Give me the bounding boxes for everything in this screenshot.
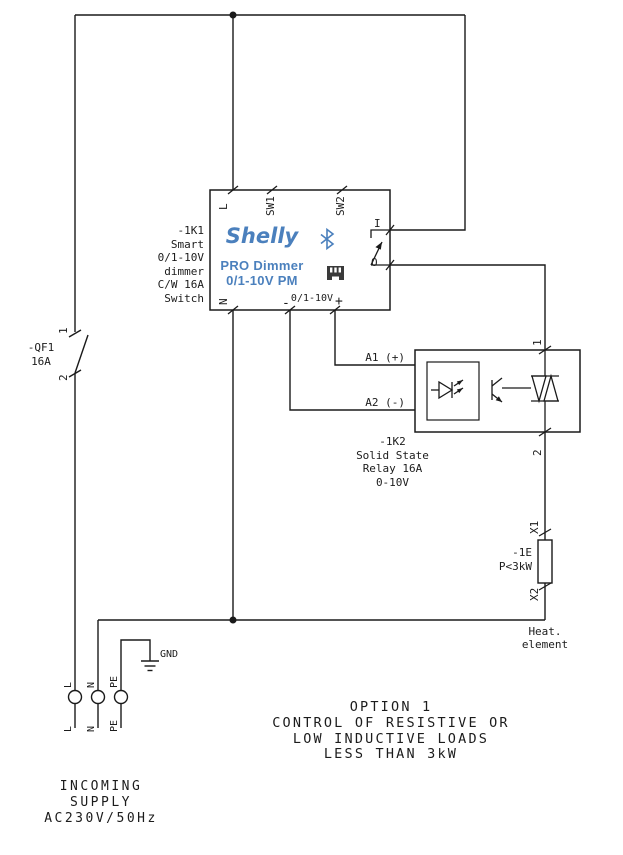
optocoupler-box (426, 361, 480, 421)
wires (74, 14, 546, 728)
breaker-terminal-2-label: 2 (57, 374, 70, 381)
terminal-circle-l (67, 689, 83, 705)
dimmer-analog-range-label: 0/1-10V (290, 293, 334, 304)
dimmer-terminal-sw1-label: SW1 (264, 196, 277, 216)
supply-terminals (67, 689, 129, 705)
heater-resistor (537, 539, 553, 584)
incoming-supply-caption: INCOMING SUPPLY AC230V/50Hz (44, 779, 158, 826)
detector-arrowhead (495, 396, 502, 402)
ethernet-icon (327, 266, 344, 280)
shelly-logo: Shelly (225, 224, 299, 248)
dimmer-terminal-sw2-label: SW2 (334, 196, 347, 216)
breaker-terminal-1-label: 1 (57, 327, 70, 334)
dimmer-model-line2: 0/1-10V PM (226, 273, 298, 288)
dimmer-terminal-l-label: L (217, 203, 230, 210)
terminal-circle-pe (113, 689, 129, 705)
ssr-terminal-2-label: 2 (531, 449, 544, 456)
heater-tick-x1 (538, 528, 552, 537)
heater-designation: -1E P<3kW (498, 546, 532, 573)
ssr-designation: -1K2 Solid State Relay 16A 0-10V (356, 435, 429, 489)
wire-analog-minus (289, 310, 415, 411)
wire-pe (120, 639, 151, 691)
breaker-designation: -QF1 16A (27, 341, 55, 368)
junction-dots (229, 11, 237, 624)
dimmer-analog-plus-label: + (335, 294, 343, 309)
dimmer-terminal-ticks (227, 185, 395, 315)
dimmer-box (209, 185, 395, 315)
terminal-circle-n (90, 689, 106, 705)
heater-caption: Heat. element (521, 625, 569, 651)
supply-n-label-top: N (86, 681, 97, 688)
dimmer-analog-minus-label: - (282, 296, 290, 311)
bluetooth-icon (320, 227, 335, 251)
heater-tick-x2 (538, 582, 552, 591)
junction-dot-top (229, 11, 237, 19)
junction-dot-bottom (229, 616, 237, 624)
supply-n-label-bottom: N (86, 725, 97, 732)
ssr-input-a2-label: A2 (-) (365, 396, 405, 409)
ssr-box (414, 345, 581, 437)
dimmer-terminal-n-label: N (217, 298, 230, 305)
heater-terminal-x1-label: X1 (528, 520, 541, 534)
wire-dimmer-i (390, 15, 466, 231)
led-arrowhead-1 (456, 380, 463, 386)
heater-terminal-x2-label: X2 (528, 587, 541, 601)
switch-arrowhead (375, 242, 382, 250)
gnd-label: GND (160, 649, 179, 660)
triac-symbol (531, 350, 559, 432)
wire-dimmer-o-to-ssr (390, 264, 546, 350)
option-note: OPTION 1 CONTROL OF RESISTIVE OR LOW IND… (272, 699, 510, 763)
dimmer-terminal-i-label: I (374, 217, 381, 230)
dimmer-designation: -1K1 Smart 0/1-10V dimmer C/W 16A Switch (157, 224, 204, 305)
breaker-symbol (68, 329, 89, 378)
led-arrowhead-2 (456, 388, 463, 394)
dimmer-model-line1: PRO Dimmer (220, 258, 304, 273)
ssr-terminal-ticks (538, 345, 552, 437)
supply-pe-label-bottom: PE (109, 719, 120, 732)
supply-l-label-top: L (63, 681, 74, 688)
supply-pe-label-top: PE (109, 675, 120, 688)
wire-analog-plus (334, 310, 415, 366)
dimmer-terminal-o-label: O (371, 256, 378, 269)
ground-icon (141, 660, 159, 672)
ssr-input-a1-label: A1 (+) (365, 351, 405, 364)
ssr-terminal-1-label: 1 (531, 339, 544, 346)
supply-l-label-bottom: L (63, 725, 74, 732)
heater-symbol (537, 528, 553, 591)
